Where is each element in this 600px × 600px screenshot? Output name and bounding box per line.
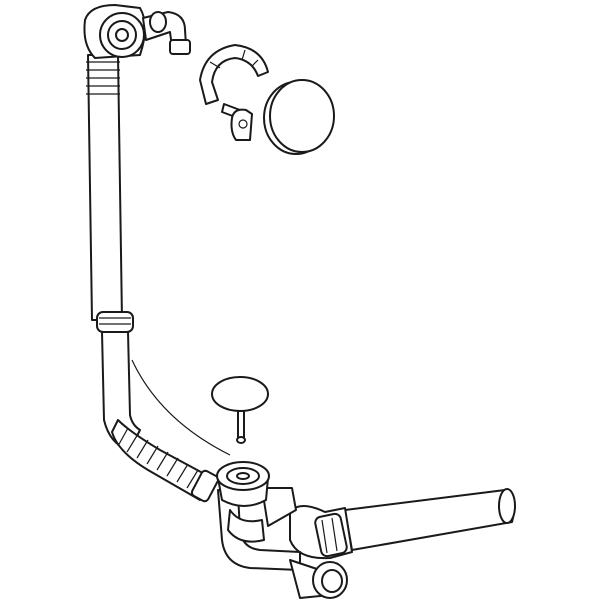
overflow-elbow	[142, 11, 191, 55]
retaining-clip	[199, 44, 269, 105]
vertical-pipe	[86, 54, 231, 456]
cover-cap	[263, 79, 335, 155]
drain-plug	[211, 376, 269, 444]
outlet-connector	[289, 559, 348, 599]
overflow-head	[83, 4, 146, 59]
drain-body	[216, 461, 270, 507]
flexible-hose	[111, 419, 220, 503]
cable-key	[221, 103, 253, 141]
trap	[217, 487, 301, 571]
outlet-pipe	[289, 488, 516, 560]
